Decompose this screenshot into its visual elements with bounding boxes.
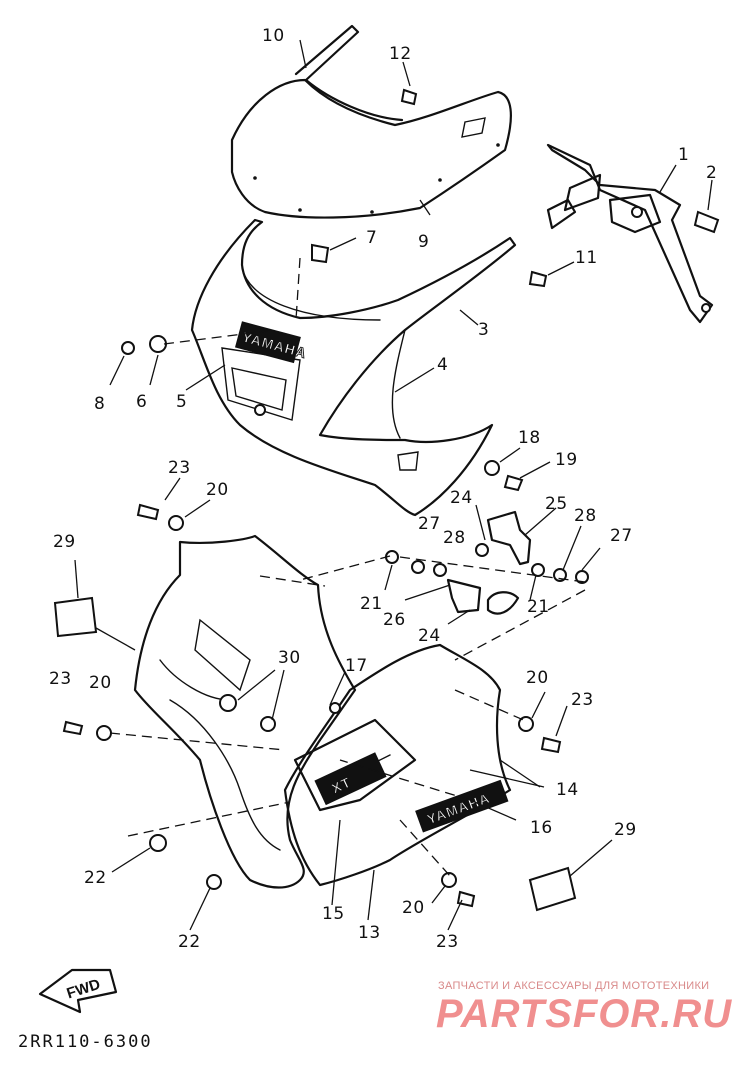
callout-23-left: 23 xyxy=(49,669,72,689)
callout-9: 9 xyxy=(418,232,430,252)
watermark-caption: ЗАПЧАСТИ И АКСЕССУАРЫ ДЛЯ МОТОТЕХНИКИ xyxy=(438,980,710,992)
watermark-brand: PARTSFOR.RU xyxy=(436,992,733,1036)
callout-21-right: 21 xyxy=(527,597,550,617)
callout-16: 16 xyxy=(530,818,553,838)
headlight-bracket xyxy=(546,143,720,324)
callout-23-top: 23 xyxy=(168,458,191,478)
upper-cowling: YAMAHA xyxy=(190,218,517,517)
callout-19: 19 xyxy=(555,450,578,470)
callout-10: 10 xyxy=(262,26,285,46)
callout-1: 1 xyxy=(678,145,690,165)
callout-7: 7 xyxy=(366,228,378,248)
callout-2: 2 xyxy=(706,163,718,183)
callout-23-right: 23 xyxy=(571,690,594,710)
callout-11: 11 xyxy=(575,248,598,268)
callout-17: 17 xyxy=(345,656,368,676)
callout-20-right: 20 xyxy=(526,668,549,688)
right-side-cowling: XT YAMAHA xyxy=(283,643,577,912)
callout-28-left: 28 xyxy=(443,528,466,548)
callout-12: 12 xyxy=(389,44,412,64)
callout-23-bottom: 23 xyxy=(436,932,459,952)
callout-25: 25 xyxy=(545,494,568,514)
callout-27-left: 27 xyxy=(418,514,441,534)
diagram-code: 2RR110-6300 xyxy=(18,1032,153,1052)
callout-27-right: 27 xyxy=(610,526,633,546)
callout-30: 30 xyxy=(278,648,301,668)
mirror-bracket-assembly xyxy=(385,510,589,615)
callout-20-left: 20 xyxy=(89,673,112,693)
windscreen xyxy=(230,24,512,219)
fwd-arrow-icon: FWD xyxy=(38,968,118,1014)
callout-5: 5 xyxy=(176,392,188,412)
callout-24-bottom: 24 xyxy=(418,626,441,646)
callout-24-top: 24 xyxy=(450,488,473,508)
callout-29-right: 29 xyxy=(614,820,637,840)
callout-14: 14 xyxy=(556,780,579,800)
fasteners-top xyxy=(121,88,548,492)
callout-13: 13 xyxy=(358,923,381,943)
callout-6: 6 xyxy=(136,392,148,412)
callout-18: 18 xyxy=(518,428,541,448)
callout-29-left: 29 xyxy=(53,532,76,552)
callout-22-left: 22 xyxy=(84,868,107,888)
leader-lines xyxy=(74,39,713,931)
callout-21-left: 21 xyxy=(360,594,383,614)
callout-20-top: 20 xyxy=(206,480,229,500)
left-side-cowling xyxy=(53,503,357,890)
callout-20-bottom: 20 xyxy=(402,898,425,918)
callout-8: 8 xyxy=(94,394,106,414)
callout-28-right: 28 xyxy=(574,506,597,526)
callout-4: 4 xyxy=(437,355,449,375)
callout-15: 15 xyxy=(322,904,345,924)
callout-3: 3 xyxy=(478,320,490,340)
callout-22-bottom: 22 xyxy=(178,932,201,952)
callout-26: 26 xyxy=(383,610,406,630)
